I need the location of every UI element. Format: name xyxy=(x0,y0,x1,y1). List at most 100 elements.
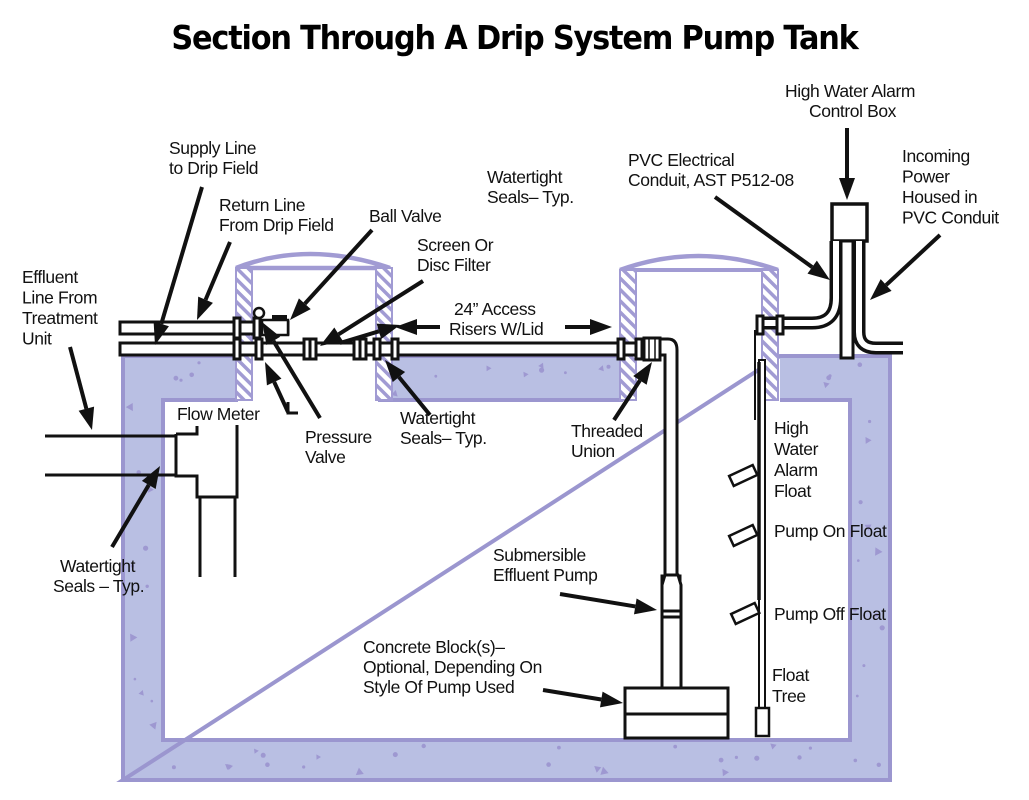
label-concrete-block: Concrete Block(s)–Optional, Depending On… xyxy=(363,637,542,697)
aggregate-speck xyxy=(564,371,567,375)
aggregate-speck xyxy=(722,768,729,777)
arrow-threaded-union xyxy=(612,362,652,422)
arrow-effluent-line xyxy=(68,346,95,430)
aggregate-speck xyxy=(828,374,832,378)
aggregate-speck xyxy=(673,744,678,749)
diagram-title: Section Through A Drip System Pump Tank xyxy=(171,18,859,57)
arrow-screen-filter xyxy=(320,279,425,346)
pump-off-float xyxy=(729,601,761,626)
label-pump-on-float: Pump On Float xyxy=(774,521,887,541)
aggregate-speck xyxy=(189,372,194,378)
arrow-screen-filter-2 xyxy=(339,323,400,345)
arrow-submersible-pump xyxy=(559,592,657,615)
aggregate-speck xyxy=(797,755,802,760)
threaded-union-fitting xyxy=(642,336,662,362)
arrow-watertight-seals-left xyxy=(110,466,160,549)
aggregate-speck xyxy=(539,367,545,373)
aggregate-speck xyxy=(486,365,492,372)
high-water-alarm-float xyxy=(727,463,759,488)
aggregate-speck xyxy=(523,371,529,378)
aggregate-speck xyxy=(130,564,135,568)
aggregate-speck xyxy=(355,767,364,776)
aggregate-speck xyxy=(879,625,885,631)
aggregate-speck xyxy=(546,762,551,767)
aggregate-speck xyxy=(145,584,149,588)
aggregate-speck xyxy=(254,748,259,754)
aggregate-speck xyxy=(598,365,604,372)
aggregate-speck xyxy=(770,743,777,750)
aggregate-speck xyxy=(754,755,760,761)
arrow-concrete-block xyxy=(542,688,623,708)
arrow-watertight-seals-mid xyxy=(385,360,432,417)
arrow-access-riser-right xyxy=(565,319,612,335)
pvc-electrical-conduit xyxy=(755,239,903,360)
aggregate-speck xyxy=(149,721,157,730)
aggregate-speck xyxy=(171,765,176,770)
aggregate-speck xyxy=(148,486,154,493)
aggregate-speck xyxy=(150,699,154,703)
arrow-incoming-power xyxy=(870,233,942,300)
aggregate-speck xyxy=(225,764,232,770)
arrow-pvc-conduit xyxy=(713,195,830,280)
submersible-pump xyxy=(660,573,683,690)
arrow-access-riser-left xyxy=(395,319,440,335)
aggregate-speck xyxy=(857,559,860,562)
arrow-pressure-valve xyxy=(265,362,290,413)
arrow-return-line xyxy=(197,241,232,320)
aggregate-speck xyxy=(130,633,138,642)
arrow-ball-valve xyxy=(290,228,374,320)
aggregate-speck xyxy=(133,677,137,681)
aggregate-speck xyxy=(434,374,438,378)
aggregate-speck xyxy=(421,743,426,749)
supply-line-pipe xyxy=(118,337,670,361)
aggregate-speck xyxy=(853,758,858,763)
aggregate-speck xyxy=(594,766,602,773)
label-ball-valve: Ball Valve xyxy=(369,206,442,226)
arrow-ball-valve-stem xyxy=(262,322,322,420)
aggregate-speck xyxy=(875,547,883,556)
aggregate-speck xyxy=(138,690,144,696)
aggregate-speck xyxy=(606,364,611,369)
aggregate-speck xyxy=(143,545,149,551)
aggregate-speck xyxy=(600,766,609,775)
aggregate-speck xyxy=(302,765,306,769)
aggregate-speck xyxy=(808,746,813,750)
aggregate-speck xyxy=(876,762,881,767)
aggregate-speck xyxy=(173,375,179,381)
aggregate-speck xyxy=(858,500,863,505)
float-tree xyxy=(754,330,771,738)
aggregate-speck xyxy=(718,757,724,763)
aggregate-speck xyxy=(865,437,872,444)
alarm-control-box xyxy=(830,202,869,243)
arrow-supply-line xyxy=(153,186,204,345)
aggregate-speck xyxy=(316,754,321,760)
pressure-valve-bracket xyxy=(286,402,298,415)
aggregate-speck xyxy=(874,613,879,617)
aggregate-speck xyxy=(136,470,141,475)
aggregate-speck xyxy=(179,378,183,382)
pump-riser-pipe xyxy=(658,337,682,614)
aggregate-speck xyxy=(853,607,857,612)
leader-arrows xyxy=(68,128,942,708)
aggregate-speck xyxy=(862,664,866,668)
aggregate-speck xyxy=(855,694,859,698)
aggregate-speck xyxy=(868,419,872,424)
aggregate-speck xyxy=(557,745,561,750)
aggregate-speck xyxy=(823,382,830,389)
arrow-alarm-box xyxy=(839,128,855,200)
aggregate-speck xyxy=(864,524,872,531)
